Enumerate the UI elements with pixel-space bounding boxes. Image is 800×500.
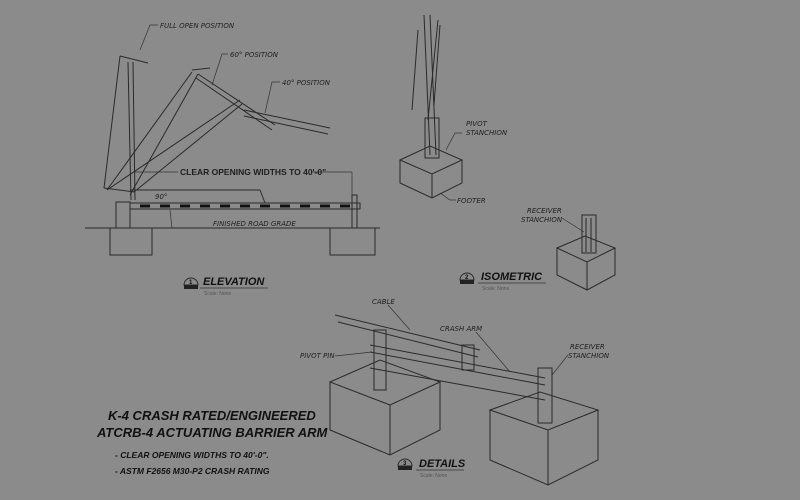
- elevation-view: CLEAR OPENING WIDTHS TO 40'-0" 90° FINIS…: [85, 22, 380, 297]
- elevation-view-title: 1 ELEVATION Scale: None: [183, 276, 268, 297]
- svg-text:Scale: None: Scale: None: [482, 286, 509, 292]
- pivot-block: [328, 359, 442, 456]
- isometric-view: PIVOT STANCHION FOOTER RECEIVER STANCHIO…: [398, 14, 617, 292]
- title-block: K-4 CRASH RATED/ENGINEERED ATCRB-4 ACTUA…: [96, 408, 329, 476]
- angle-label: 90°: [155, 193, 167, 201]
- left-footing: [109, 228, 153, 256]
- receiver-post: [351, 194, 358, 229]
- bullet-2: - ASTM F2656 M30-P2 CRASH RATING: [115, 466, 270, 476]
- road-grade-label: FINISHED ROAD GRADE: [213, 220, 296, 228]
- svg-text:STANCHION: STANCHION: [466, 129, 508, 137]
- svg-text:PIVOT: PIVOT: [466, 120, 488, 128]
- 40-position-label: 40° POSITION: [282, 79, 331, 87]
- title-line-2: ATCRB-4 ACTUATING BARRIER ARM: [96, 425, 329, 440]
- receiver-block: [488, 391, 600, 486]
- svg-text:CRASH ARM: CRASH ARM: [440, 325, 482, 333]
- receiver-footer: [555, 235, 617, 291]
- details-view: CABLE CRASH ARM PIVOT PIN RECEIVER STANC…: [300, 298, 610, 486]
- svg-text:ELEVATION: ELEVATION: [203, 276, 265, 288]
- pivot-footer: [398, 145, 464, 199]
- svg-text:CABLE: CABLE: [372, 298, 395, 306]
- svg-text:STANCHION: STANCHION: [521, 216, 563, 224]
- barrier-arm-closed: [129, 202, 361, 210]
- svg-text:Scale: None: Scale: None: [420, 473, 447, 479]
- right-footing: [329, 228, 376, 256]
- svg-text:FOOTER: FOOTER: [457, 197, 486, 205]
- svg-text:Scale: None: Scale: None: [204, 291, 231, 297]
- svg-text:DETAILS: DETAILS: [419, 458, 466, 470]
- isometric-view-title: 2 ISOMETRIC Scale: None: [459, 271, 546, 292]
- svg-text:1: 1: [189, 280, 193, 286]
- 60-position-label: 60° POSITION: [230, 51, 279, 59]
- svg-text:ISOMETRIC: ISOMETRIC: [481, 271, 543, 283]
- clear-opening-label: CLEAR OPENING WIDTHS TO 40'-0": [180, 167, 326, 177]
- title-line-1: K-4 CRASH RATED/ENGINEERED: [108, 408, 316, 423]
- full-open-label: FULL OPEN POSITION: [160, 22, 235, 30]
- svg-text:RECEIVER: RECEIVER: [570, 343, 605, 351]
- svg-text:RECEIVER: RECEIVER: [527, 207, 562, 215]
- details-view-title: 3 DETAILS Scale: None: [397, 458, 466, 479]
- bullet-1: - CLEAR OPENING WIDTHS TO 40'-0".: [115, 450, 269, 460]
- svg-text:3: 3: [403, 461, 407, 467]
- svg-text:STANCHION: STANCHION: [568, 352, 610, 360]
- svg-text:PIVOT PIN: PIVOT PIN: [300, 352, 335, 360]
- svg-text:2: 2: [465, 275, 469, 281]
- pivot-housing: [115, 201, 131, 229]
- arm-stripes: [140, 204, 350, 208]
